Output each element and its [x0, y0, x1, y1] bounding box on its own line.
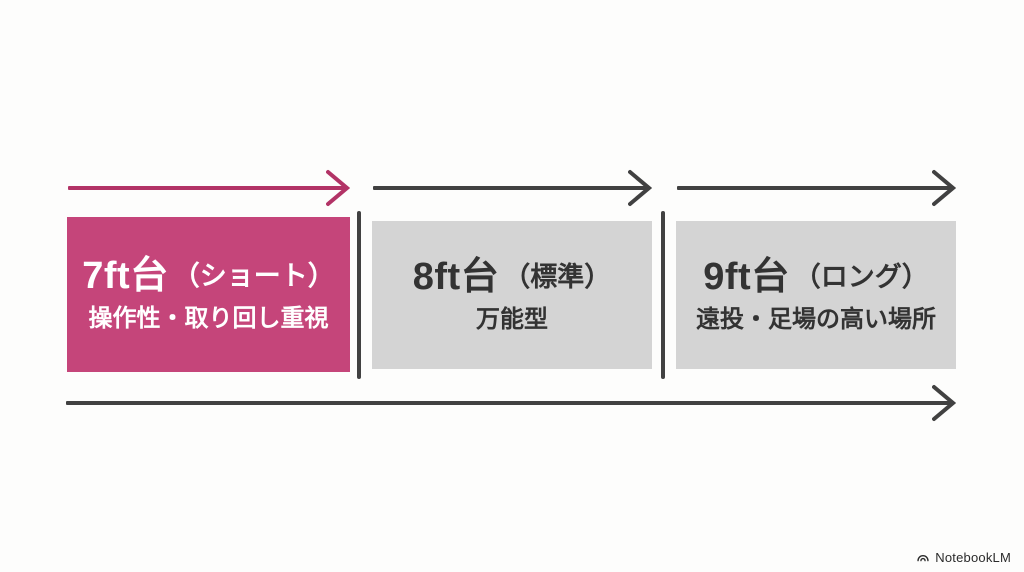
stage-title: 9ft台 （ロング）	[703, 255, 929, 299]
stage-title-paren: （標準）	[503, 261, 612, 292]
arrow-shaft	[66, 401, 953, 405]
stage-title-main: 8ft台	[412, 255, 500, 298]
stage-8ft-standard: 8ft台 （標準） 万能型	[372, 169, 652, 369]
stage-7ft-short: 7ft台 （ショート） 操作性・取り回し重視	[67, 169, 350, 372]
stage-title-main: 9ft台	[703, 255, 790, 298]
stage-title: 8ft台 （標準）	[412, 255, 612, 299]
arrow-head-icon	[932, 385, 956, 421]
arrow-shaft	[677, 186, 953, 190]
stage-title: 7ft台 （ショート）	[82, 256, 334, 298]
stage-card-short: 7ft台 （ショート） 操作性・取り回し重視	[67, 217, 350, 372]
stage-subtitle: 操作性・取り回し重視	[88, 305, 329, 333]
stage-subtitle: 万能型	[476, 305, 548, 333]
length-axis-arrow-icon	[66, 384, 956, 422]
right-arrow-icon	[676, 169, 956, 207]
stage-subtitle: 遠投・足場の高い場所	[696, 305, 936, 333]
notebooklm-logo-icon	[917, 554, 929, 561]
stage-divider	[661, 211, 665, 379]
arrow-head-icon	[326, 170, 350, 206]
right-arrow-icon	[67, 169, 350, 207]
arrow-head-icon	[932, 170, 956, 206]
notebooklm-watermark: NotebookLM	[916, 550, 1011, 565]
arrow-shaft	[373, 186, 649, 190]
arrow-head-icon	[628, 170, 652, 206]
stage-title-paren: （ショート）	[172, 261, 335, 292]
right-arrow-icon	[372, 169, 652, 207]
watermark-label: NotebookLM	[935, 550, 1011, 565]
stage-divider	[357, 211, 361, 379]
stage-9ft-long: 9ft台 （ロング） 遠投・足場の高い場所	[676, 169, 956, 369]
stage-card-standard: 8ft台 （標準） 万能型	[372, 221, 652, 369]
stage-card-long: 9ft台 （ロング） 遠投・足場の高い場所	[676, 221, 956, 369]
arrow-shaft	[68, 186, 347, 190]
stage-title-main: 7ft台	[82, 255, 169, 298]
stage-title-paren: （ロング）	[793, 261, 929, 292]
